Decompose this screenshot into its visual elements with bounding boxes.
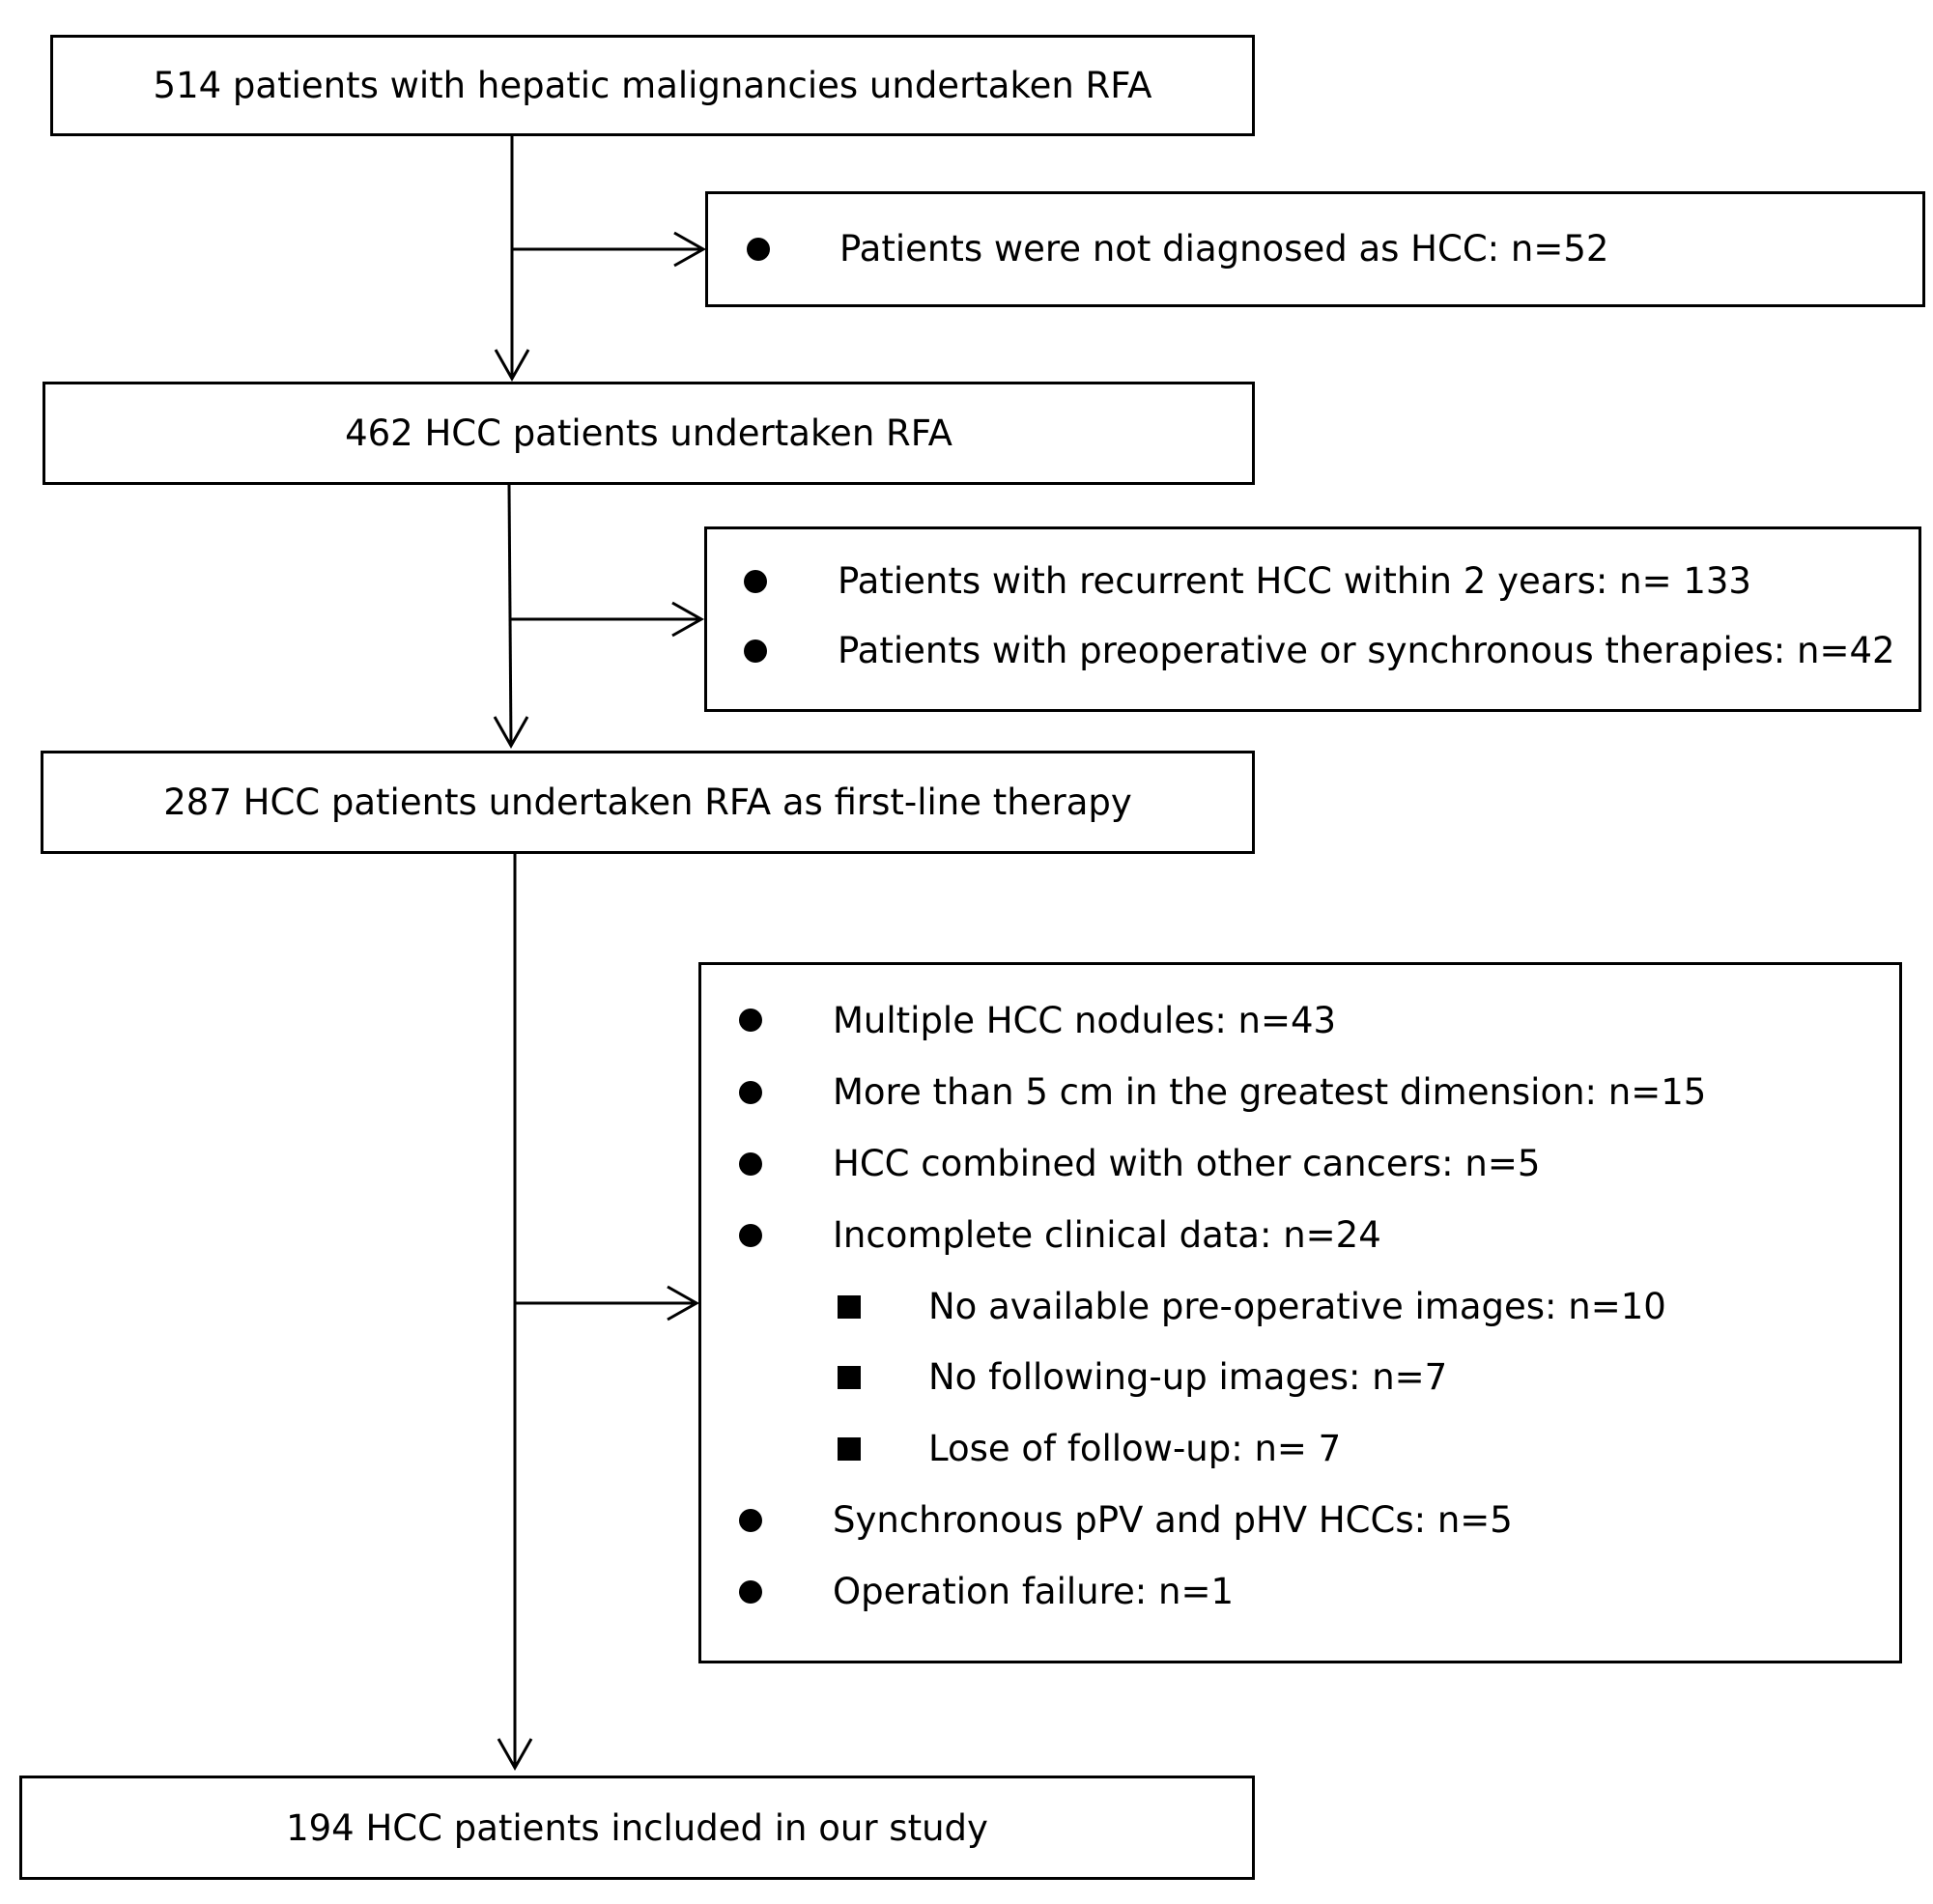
arrowhead-right-1: [673, 231, 707, 268]
exclusion-item: Operation failure: n=1: [833, 1571, 1234, 1612]
flow-box-4: 194 HCC patients included in our study: [19, 1776, 1255, 1880]
exclusion-item: Synchronous pPV and pHV HCCs: n=5: [833, 1499, 1513, 1541]
bullet-icon: [739, 1081, 762, 1104]
arrowhead-right-3: [667, 1285, 700, 1321]
flow-box-2-text: 462 HCC patients undertaken RFA: [345, 412, 952, 454]
bullet-icon: [739, 1152, 762, 1176]
arrowhead-down-2: [493, 716, 529, 750]
exclusion-item: More than 5 cm in the greatest dimension…: [833, 1071, 1707, 1113]
bullet-icon: [739, 1580, 762, 1604]
flow-box-3: 287 HCC patients undertaken RFA as first…: [41, 751, 1255, 854]
arrowhead-down-3: [497, 1738, 533, 1772]
exclusion-subitem: No following-up images: n=7: [928, 1356, 1448, 1398]
flow-box-3-text: 287 HCC patients undertaken RFA as first…: [163, 781, 1132, 823]
square-bullet-icon: [838, 1437, 861, 1461]
exclusion-item: HCC combined with other cancers: n=5: [833, 1143, 1541, 1184]
exclusion-subitem: No available pre-operative images: n=10: [928, 1286, 1666, 1327]
arrowhead-right-2: [671, 601, 705, 638]
bullet-icon: [744, 570, 767, 593]
arrowhead-down-1: [494, 349, 530, 383]
flow-box-2: 462 HCC patients undertaken RFA: [43, 382, 1255, 485]
flow-line-2: [507, 484, 513, 747]
exclusion-item: Multiple HCC nodules: n=43: [833, 1000, 1337, 1041]
exclusion-box-1: Patients were not diagnosed as HCC: n=52: [705, 191, 1925, 307]
bullet-icon: [744, 639, 767, 663]
exclusion-box-2: Patients with recurrent HCC within 2 yea…: [704, 526, 1921, 712]
flow-box-4-text: 194 HCC patients included in our study: [286, 1806, 988, 1849]
bullet-icon: [747, 238, 770, 261]
exclusion-item: Incomplete clinical data: n=24: [833, 1214, 1381, 1256]
bullet-icon: [739, 1509, 762, 1532]
bullet-icon: [739, 1224, 762, 1247]
exclusion-box-3: Multiple HCC nodules: n=43 More than 5 c…: [698, 962, 1902, 1663]
exclusion-item: Patients were not diagnosed as HCC: n=52: [839, 228, 1609, 270]
flow-box-1-text: 514 patients with hepatic malignancies u…: [153, 65, 1152, 106]
exclusion-item: Patients with recurrent HCC within 2 yea…: [838, 560, 1751, 602]
square-bullet-icon: [838, 1366, 861, 1389]
flow-box-1: 514 patients with hepatic malignancies u…: [50, 35, 1255, 136]
bullet-icon: [739, 1009, 762, 1032]
square-bullet-icon: [838, 1295, 861, 1319]
exclusion-subitem: Lose of follow-up: n= 7: [928, 1428, 1342, 1469]
exclusion-item: Patients with preoperative or synchronou…: [838, 630, 1895, 671]
